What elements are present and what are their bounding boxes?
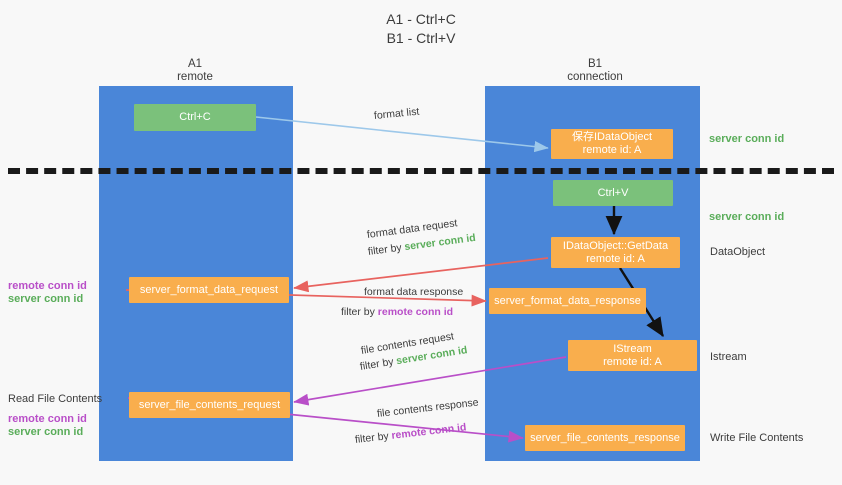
edge-label-format-data-response-filter: filter by remote conn id [341, 305, 453, 319]
box-save-idataobject[interactable]: 保存IDataObject remote id: A [551, 129, 673, 159]
box-save-idataobject-line1: 保存IDataObject [571, 131, 653, 143]
title-line-1: A1 - Ctrl+C [386, 11, 456, 27]
lane-a1-sub: remote [177, 71, 213, 83]
box-server-file-contents-request[interactable]: server_file_contents_request [129, 392, 290, 418]
box-server-format-data-request[interactable]: server_format_data_request [129, 277, 289, 303]
box-istream[interactable]: IStream remote id: A [568, 340, 697, 371]
title-line-2: B1 - Ctrl+V [386, 30, 456, 46]
edge-label-file-contents-response-filter: filter by remote conn id [354, 421, 467, 447]
annotation-dataobject: DataObject [710, 246, 766, 258]
lane-b1-name: B1 [587, 58, 603, 70]
annotation-read-file-contents: Read File Contents [8, 393, 103, 405]
filter-prefix: filter by [367, 241, 406, 258]
annotation-server-conn-id-1: server conn id [8, 293, 84, 305]
box-server-format-data-response[interactable]: server_format_data_response [489, 288, 646, 314]
box-istream-line2: remote id: A [603, 355, 662, 368]
dashed-separator [8, 168, 834, 174]
box-ctrl-c-label: Ctrl+C [179, 111, 211, 123]
box-idataobject-getdata[interactable]: IDataObject::GetData remote id: A [551, 237, 680, 268]
edge-label-format-data-response: format data response [364, 285, 463, 299]
edge-label-file-contents-request-filter: filter by server conn id [359, 344, 469, 374]
edge-label-file-contents-response-text: file contents response [376, 396, 480, 420]
lane-header-a1: A1 remote [140, 58, 250, 84]
lane-header-b1: B1 connection [540, 58, 650, 84]
box-istream-line1: IStream [613, 342, 652, 355]
edge-label-format-list: format list [373, 106, 419, 123]
edge-label-format-list-text: format list [373, 105, 420, 122]
box-server-file-contents-response[interactable]: server_file_contents_response [525, 425, 685, 451]
annotation-remote-conn-id-1: remote conn id [8, 280, 87, 292]
lane-b1-sub: connection [567, 71, 623, 83]
annotation-write-file-contents: Write File Contents [710, 432, 804, 444]
edge-label-file-contents-response: file contents response [376, 396, 479, 421]
filter-key-remote-conn-id: remote conn id [377, 306, 454, 318]
box-server-format-data-response-label: server_format_data_response [494, 294, 641, 307]
page-title: A1 - Ctrl+C B1 - Ctrl+V [0, 10, 842, 48]
edge-label-format-data-response-text: format data response [364, 286, 464, 298]
filter-prefix: filter by [354, 429, 393, 446]
filter-prefix: filter by [341, 306, 378, 318]
box-server-file-contents-request-label: server_file_contents_request [138, 398, 281, 411]
box-ctrl-c[interactable]: Ctrl+C [134, 104, 256, 131]
box-getdata-line2: remote id: A [586, 252, 645, 265]
box-ctrl-v[interactable]: Ctrl+V [553, 180, 673, 206]
box-getdata-line1: IDataObject::GetData [562, 239, 669, 252]
annotation-server-conn-id-mid: server conn id [709, 211, 785, 223]
box-ctrl-v-label: Ctrl+V [597, 186, 629, 199]
annotation-server-conn-id-top: server conn id [709, 133, 785, 145]
annotation-istream: Istream [710, 351, 747, 363]
annotation-remote-conn-id-2: remote conn id [8, 413, 87, 425]
box-server-format-data-request-label: server_format_data_request [139, 283, 279, 296]
filter-key-remote-conn-id: remote conn id [390, 421, 467, 442]
lane-a1-name: A1 [187, 58, 203, 70]
annotation-server-conn-id-2: server conn id [8, 426, 84, 438]
box-save-idataobject-line2: remote id: A [582, 144, 642, 156]
edge-label-format-data-request-filter: filter by server conn id [367, 232, 477, 259]
box-server-file-contents-response-label: server_file_contents_response [530, 431, 680, 444]
